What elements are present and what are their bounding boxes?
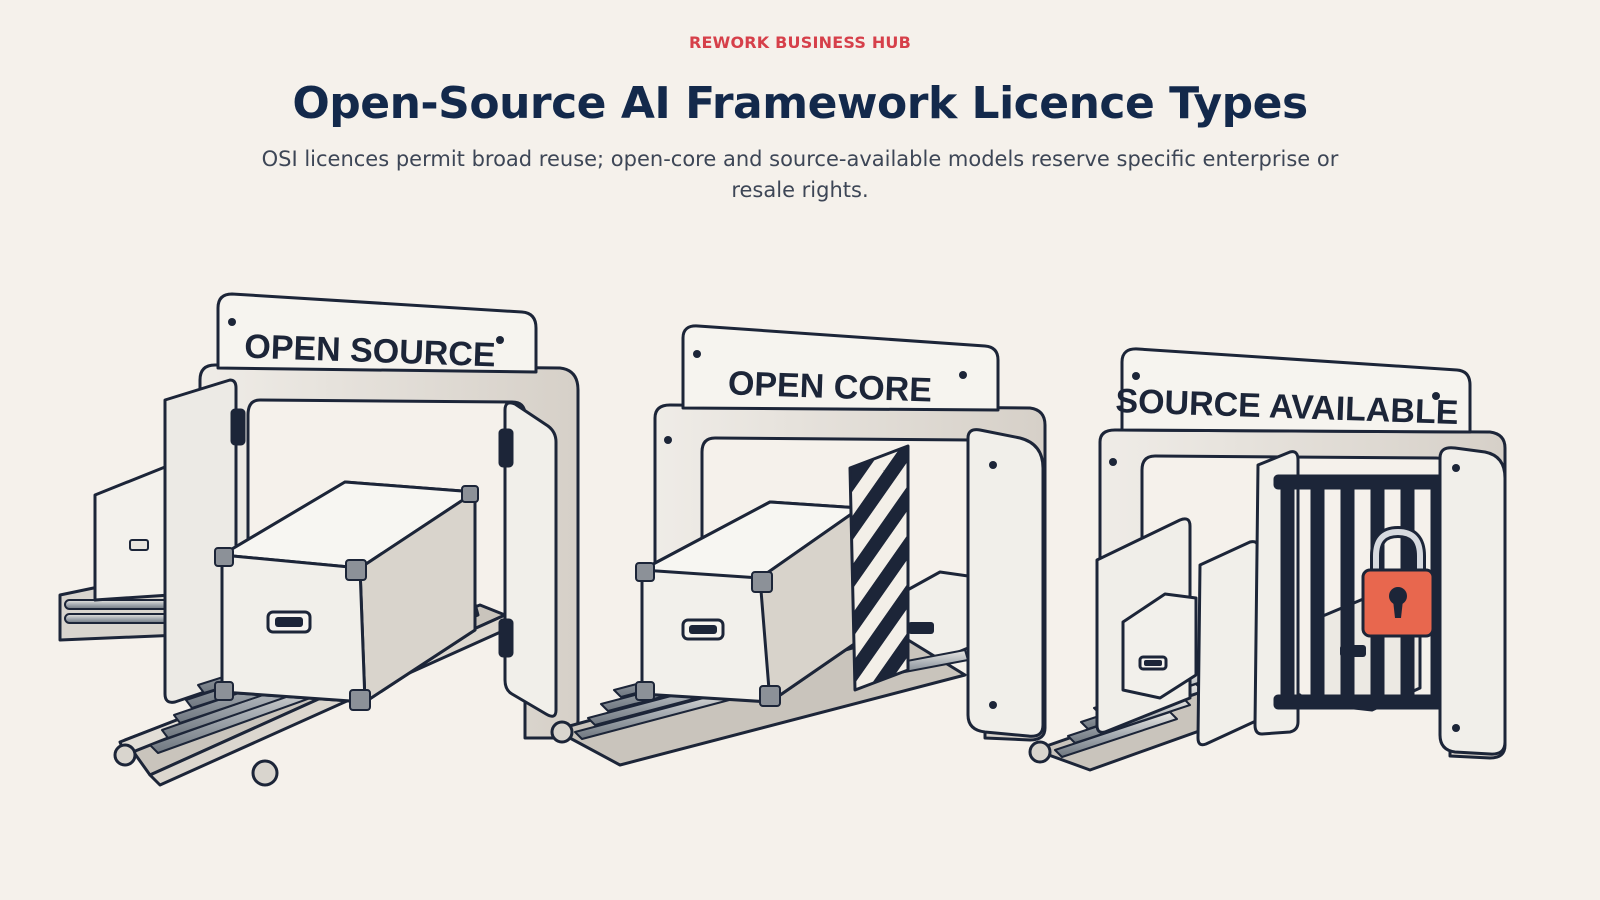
- crate-small: [1121, 592, 1198, 700]
- licence-gates-illustration: OPEN SOURCE: [58, 292, 1507, 787]
- gate-sign-label: OPEN CORE: [727, 364, 932, 409]
- gate-pillar-right: [1438, 446, 1507, 756]
- brand-label: REWORK BUSINESS HUB: [688, 33, 912, 52]
- crate-large: [214, 480, 479, 711]
- gate-open-source: OPEN SOURCE: [58, 292, 580, 787]
- hazard-barrier: [848, 444, 910, 692]
- crate-small-back: [93, 463, 172, 602]
- gate-sign-board: [216, 292, 538, 374]
- gate-source-available: SOURCE AVAILABLE: [1028, 347, 1507, 772]
- gate-door-right: [503, 401, 558, 718]
- gate-sign-board: [681, 324, 1000, 412]
- gate-open-core: OPEN CORE: [550, 324, 1047, 767]
- crate-large: [635, 500, 862, 707]
- page-subtitle: OSI licences permit broad reuse; open-co…: [261, 147, 1339, 202]
- padlock-icon: [1361, 526, 1435, 638]
- gate-panel-middle: [1196, 540, 1260, 747]
- gate-sign-board: [1120, 347, 1472, 434]
- gate-pillar-right: [966, 428, 1045, 738]
- gate-sign-label: OPEN SOURCE: [244, 328, 496, 375]
- page-title: Open-Source AI Framework Licence Types: [292, 78, 1308, 129]
